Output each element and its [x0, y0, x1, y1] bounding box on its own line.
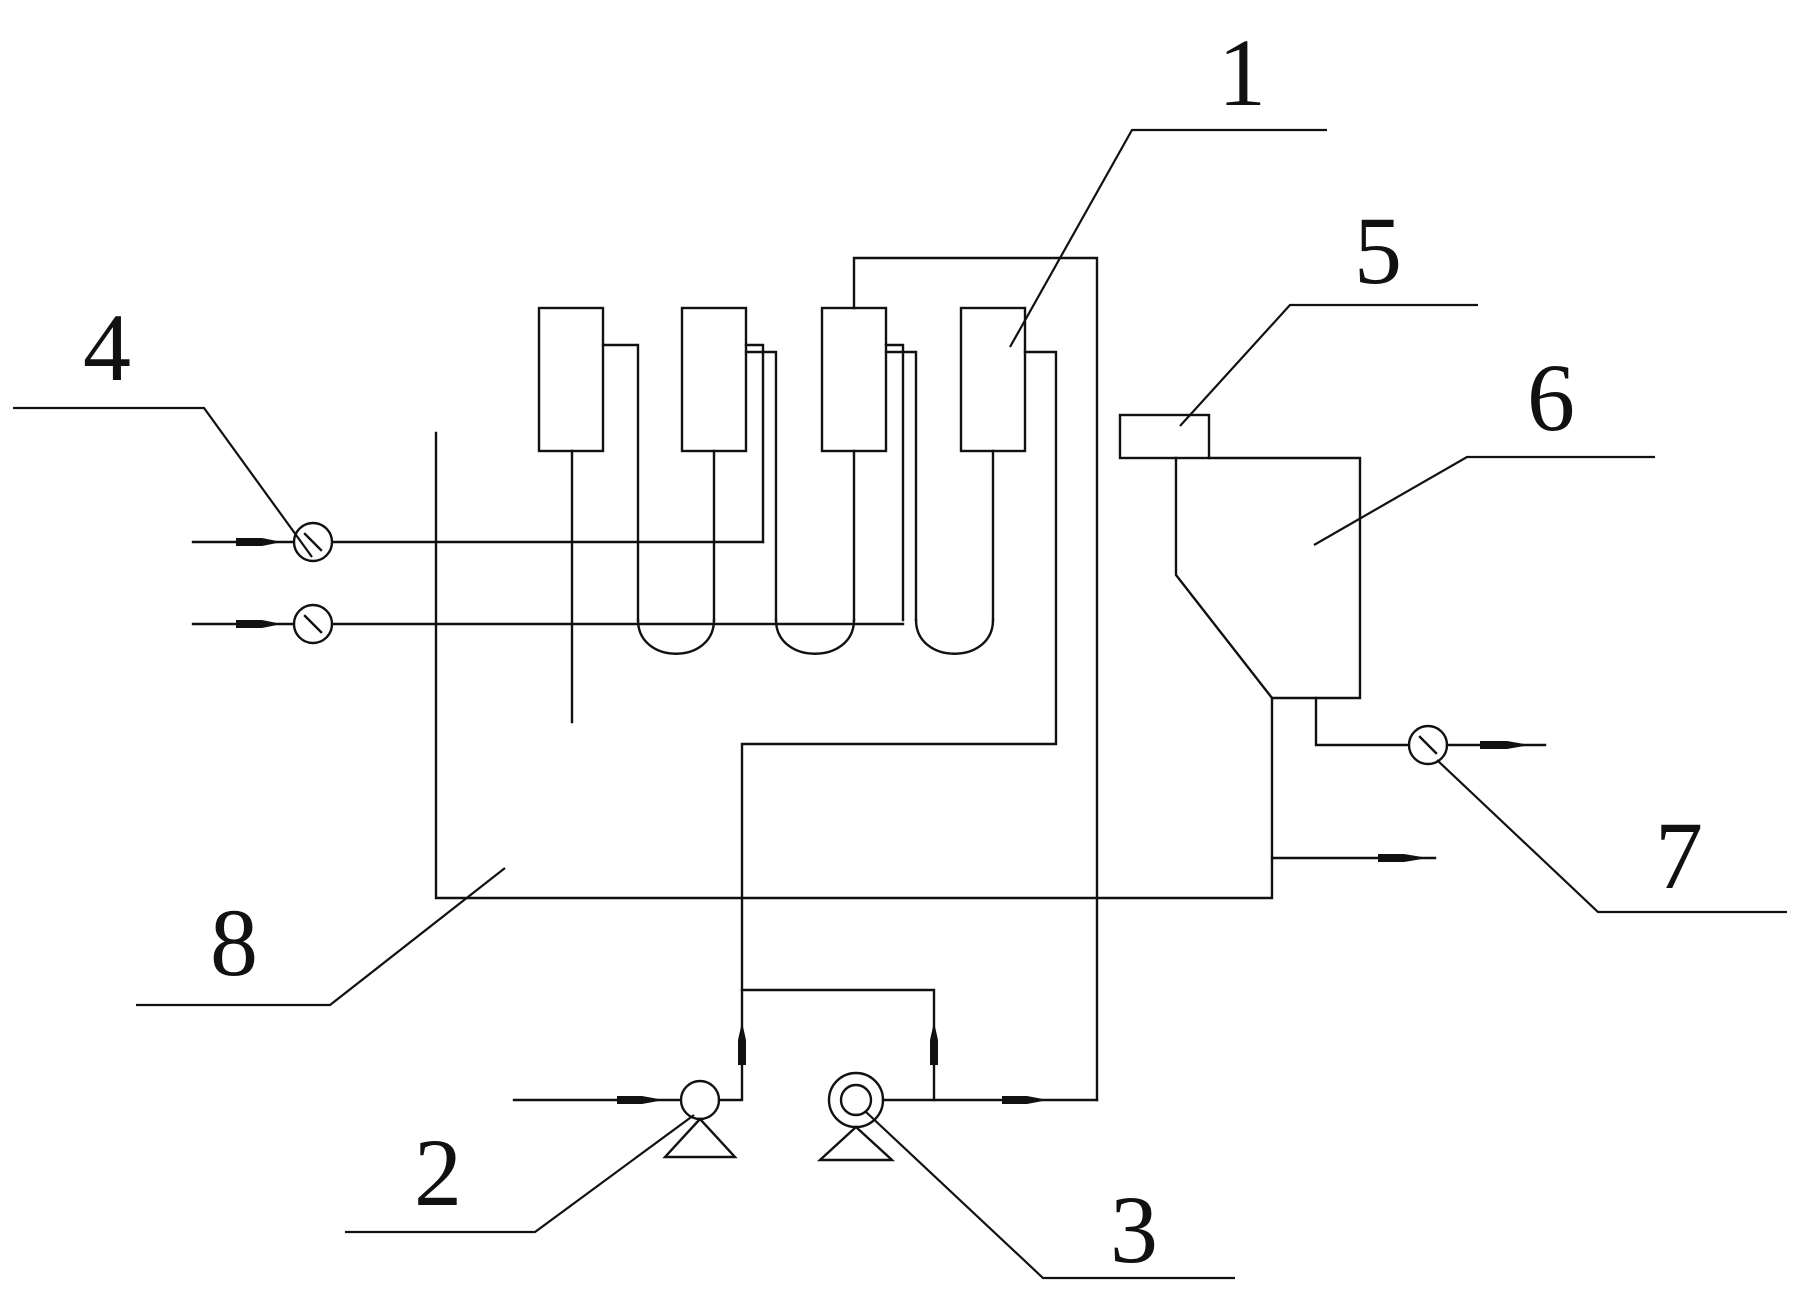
- reactor-vessel-a: [537, 306, 640, 724]
- discharge-valve: [1407, 724, 1547, 766]
- callout-label-5: 5: [1354, 197, 1402, 304]
- callout-label-3: 3: [1110, 1176, 1158, 1283]
- feed-pump: [512, 1022, 746, 1159]
- reactor-vessel-c: [820, 256, 1099, 1102]
- top-unit: [1118, 413, 1211, 460]
- callout-label-6: 6: [1527, 344, 1575, 451]
- callout-label-8: 8: [210, 889, 258, 996]
- leader-lines: [13, 128, 1787, 1280]
- valve-dosing-upper: [292, 521, 334, 563]
- blower: [816, 1071, 1099, 1162]
- callout-label-1: 1: [1218, 19, 1266, 126]
- branch-line: [740, 988, 938, 1102]
- overflow-outlet: [1270, 854, 1437, 862]
- reactor-vessel-b: [680, 306, 778, 622]
- settling-tank: [1174, 456, 1410, 747]
- reactor-vessel-d: [740, 306, 1058, 1057]
- u-bend-pipes: [636, 618, 995, 655]
- valve-dosing-lower: [292, 603, 334, 645]
- main-tank: [434, 431, 1274, 900]
- callout-label-2: 2: [414, 1119, 462, 1226]
- callout-label-7: 7: [1655, 802, 1703, 909]
- callout-label-4: 4: [83, 294, 131, 401]
- inlet-arrows-dosing: [236, 538, 282, 628]
